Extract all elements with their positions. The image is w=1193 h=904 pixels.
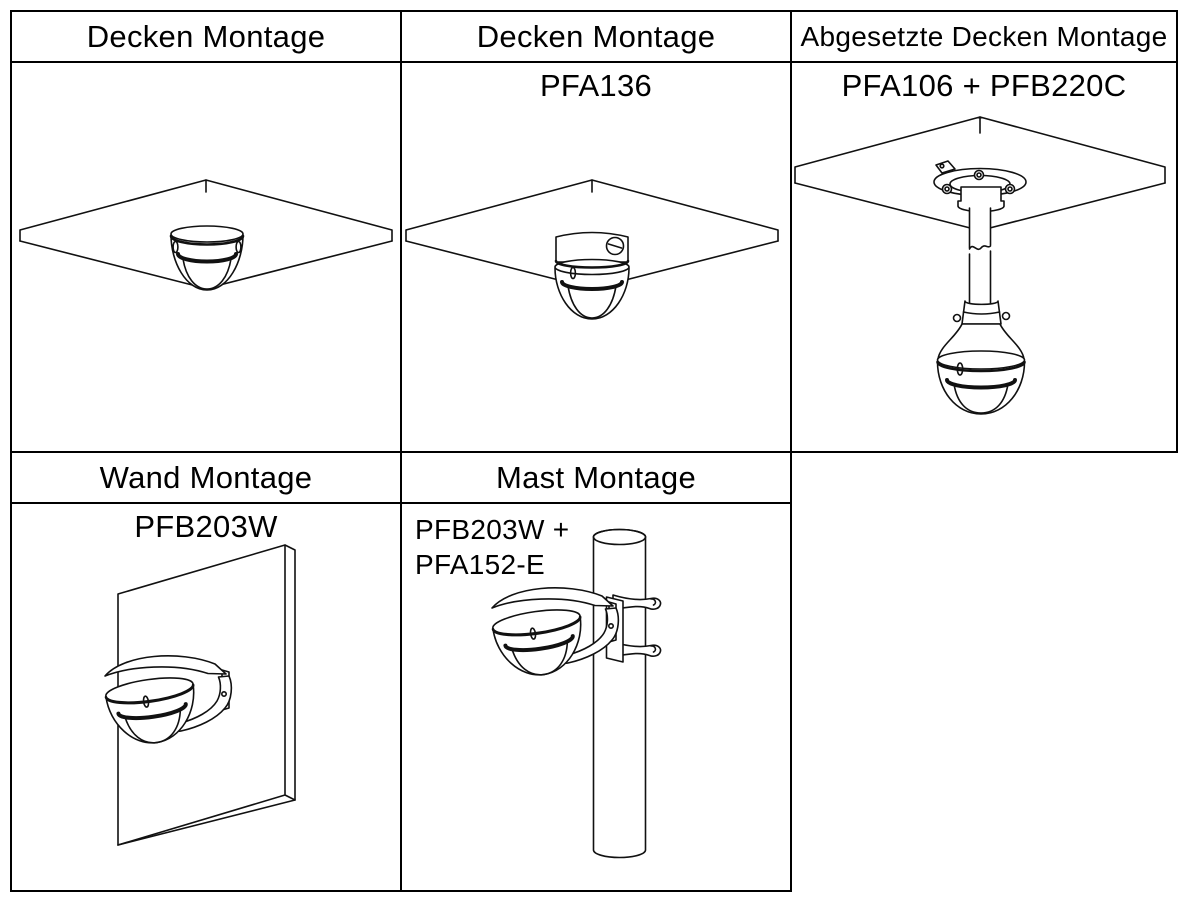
cell-empty-upper-right bbox=[790, 451, 1178, 502]
header-pole: Mast Montage bbox=[400, 451, 790, 502]
header-pendant-label: Abgesetzte Decken Montage bbox=[800, 20, 1168, 52]
header-wall: Wand Montage bbox=[10, 451, 400, 502]
pendant-illustration bbox=[794, 116, 1166, 415]
cell-ceiling-pfa136: PFA136 bbox=[400, 61, 790, 451]
header-ceiling-pfa136: Decken Montage bbox=[400, 10, 790, 61]
header-wall-label: Wand Montage bbox=[99, 459, 313, 495]
mount-options-table: Decken Montage Decken Montage Abgesetzte… bbox=[10, 10, 1178, 892]
pole-strap-drawing bbox=[612, 594, 662, 611]
product-label-pole: PFB203W + PFA152-E bbox=[415, 514, 570, 581]
product-label-wall: PFB203W bbox=[134, 509, 278, 544]
cell-wall: PFB203W bbox=[10, 502, 400, 892]
cell-ceiling-direct bbox=[10, 61, 400, 451]
pfb203w-camera-drawing bbox=[104, 655, 233, 744]
header-ceiling-direct: Decken Montage bbox=[10, 10, 400, 61]
header-pendant: Abgesetzte Decken Montage bbox=[790, 10, 1178, 61]
ceiling-direct-illustration bbox=[19, 179, 393, 291]
header-ceiling-direct-label: Decken Montage bbox=[86, 18, 326, 54]
product-label-pendant: PFA106 + PFB220C bbox=[841, 68, 1127, 103]
ceiling-pfa136-illustration bbox=[405, 179, 779, 320]
pole-mount-illustration bbox=[489, 528, 662, 859]
header-pole-label: Mast Montage bbox=[495, 459, 697, 495]
cell-pendant: PFA106 + PFB220C bbox=[790, 61, 1178, 451]
product-label-pfa136: PFA136 bbox=[539, 68, 653, 103]
header-ceiling-pfa136-label: Decken Montage bbox=[476, 18, 716, 54]
cell-pole: PFB203W + PFA152-E bbox=[400, 502, 790, 892]
cell-empty-lower-right bbox=[790, 502, 1178, 892]
wall-mount-illustration bbox=[104, 544, 296, 846]
